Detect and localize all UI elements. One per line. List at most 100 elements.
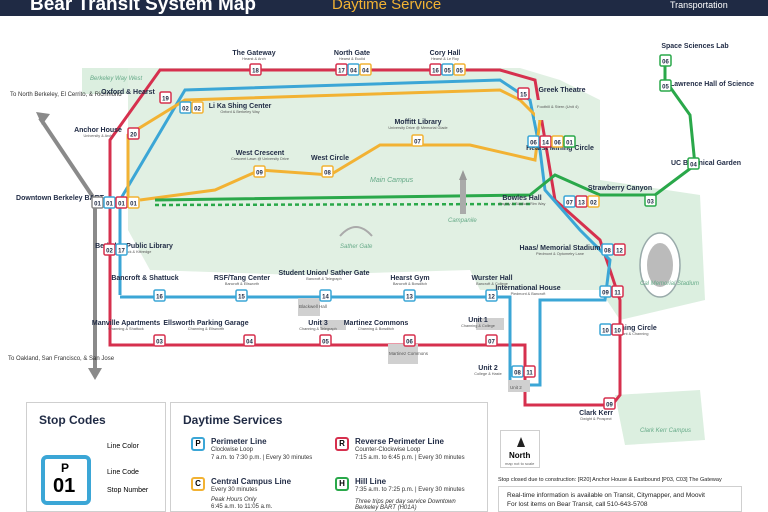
stop-code-badge — [403, 289, 416, 302]
stop-code-number: 04 — [350, 69, 357, 75]
stop-subtitle: Bancroft & Ellsworth — [225, 282, 259, 286]
stop-code-badge — [599, 285, 612, 298]
stop-code-badge — [611, 323, 624, 336]
foothill-building — [535, 100, 570, 120]
stop-code-badge — [253, 165, 266, 178]
stop-code-badge — [403, 334, 416, 347]
stop-code-number: 08 — [604, 249, 611, 255]
south-direction-label: To Oakland, San Francisco, & San Jose — [8, 356, 115, 362]
stop-code-number: 12 — [488, 295, 495, 301]
stop-subtitle: Piedmont & Channing — [612, 332, 649, 336]
stop-code-badge — [485, 334, 498, 347]
services-title: Daytime Services — [183, 413, 283, 427]
stop-code-number: 09 — [602, 291, 609, 297]
bart-line — [38, 116, 97, 370]
stop-code-badge — [527, 135, 540, 148]
martinez-commons-building — [388, 344, 418, 364]
stop-name: RSF/Tang Center — [214, 275, 271, 282]
stop-code-badge — [644, 194, 657, 207]
stop-code-badge — [517, 87, 530, 100]
stop-name: Clark Kerr — [579, 410, 613, 417]
unit2-building-label: Unit 2 — [510, 385, 522, 390]
stop-code-badge — [453, 63, 466, 76]
stop-code-badge — [659, 79, 672, 92]
stop-subtitle: Channing & Ellsworth — [188, 327, 224, 331]
stop-code-number: 02 — [106, 249, 113, 255]
stop-code-number: 16 — [156, 295, 163, 301]
stop-code-number: 09 — [606, 403, 613, 409]
stop-code-number: 04 — [690, 163, 697, 169]
stop-name: Cory Hall — [430, 50, 461, 57]
stop-code-badge — [563, 195, 576, 208]
stop-code-badge — [103, 243, 116, 256]
stop-code-number: 05 — [456, 69, 463, 75]
stop-code-badge — [319, 334, 332, 347]
stop-name: Unit 1 — [468, 317, 488, 324]
unit3-building — [320, 320, 346, 330]
stop-name: Moffitt Library — [394, 119, 441, 126]
stop-code-badge — [613, 243, 626, 256]
stop-code-number: 17 — [338, 69, 345, 75]
unit2-building — [508, 380, 530, 392]
stop-code-number: 03 — [647, 200, 654, 206]
stop-code-badge — [91, 196, 104, 209]
stop-name: Anchor House — [74, 127, 122, 134]
stop-name: International House — [495, 285, 560, 292]
stop-code-number: 02 — [182, 107, 189, 113]
stop-name: West Crescent — [236, 150, 285, 157]
stop-code-badge — [153, 289, 166, 302]
stop-subtitle: Channing & Bowditch — [358, 327, 394, 331]
clark-kerr-area — [615, 390, 705, 445]
stop-name: Berkeley Public Library — [95, 243, 173, 250]
stop-subtitle: Piedmont & Bancroft — [511, 292, 547, 296]
stop-name: Manville Apartments — [92, 320, 160, 327]
stop-code-number: 03 — [156, 340, 163, 346]
stop-code-number: 05 — [662, 85, 669, 91]
sather-gate-icon — [339, 226, 373, 237]
reverse-desc2: 7:15 a.m. to 6:45 p.m. | Every 30 minute… — [355, 455, 465, 461]
stop-code-number: 20 — [130, 133, 137, 139]
stop-name: Space Sciences Lab — [661, 43, 728, 50]
brand-label: Transportation — [670, 0, 728, 10]
stop-name: Unit 3 — [308, 320, 328, 327]
stop-code-number: 06 — [554, 141, 561, 147]
stop-code-number: 14 — [542, 141, 549, 147]
unit1-building — [476, 318, 504, 330]
hill-trips: Three trips per day service Downtown Ber… — [355, 499, 456, 511]
hill-name: Hill Line — [355, 477, 387, 486]
